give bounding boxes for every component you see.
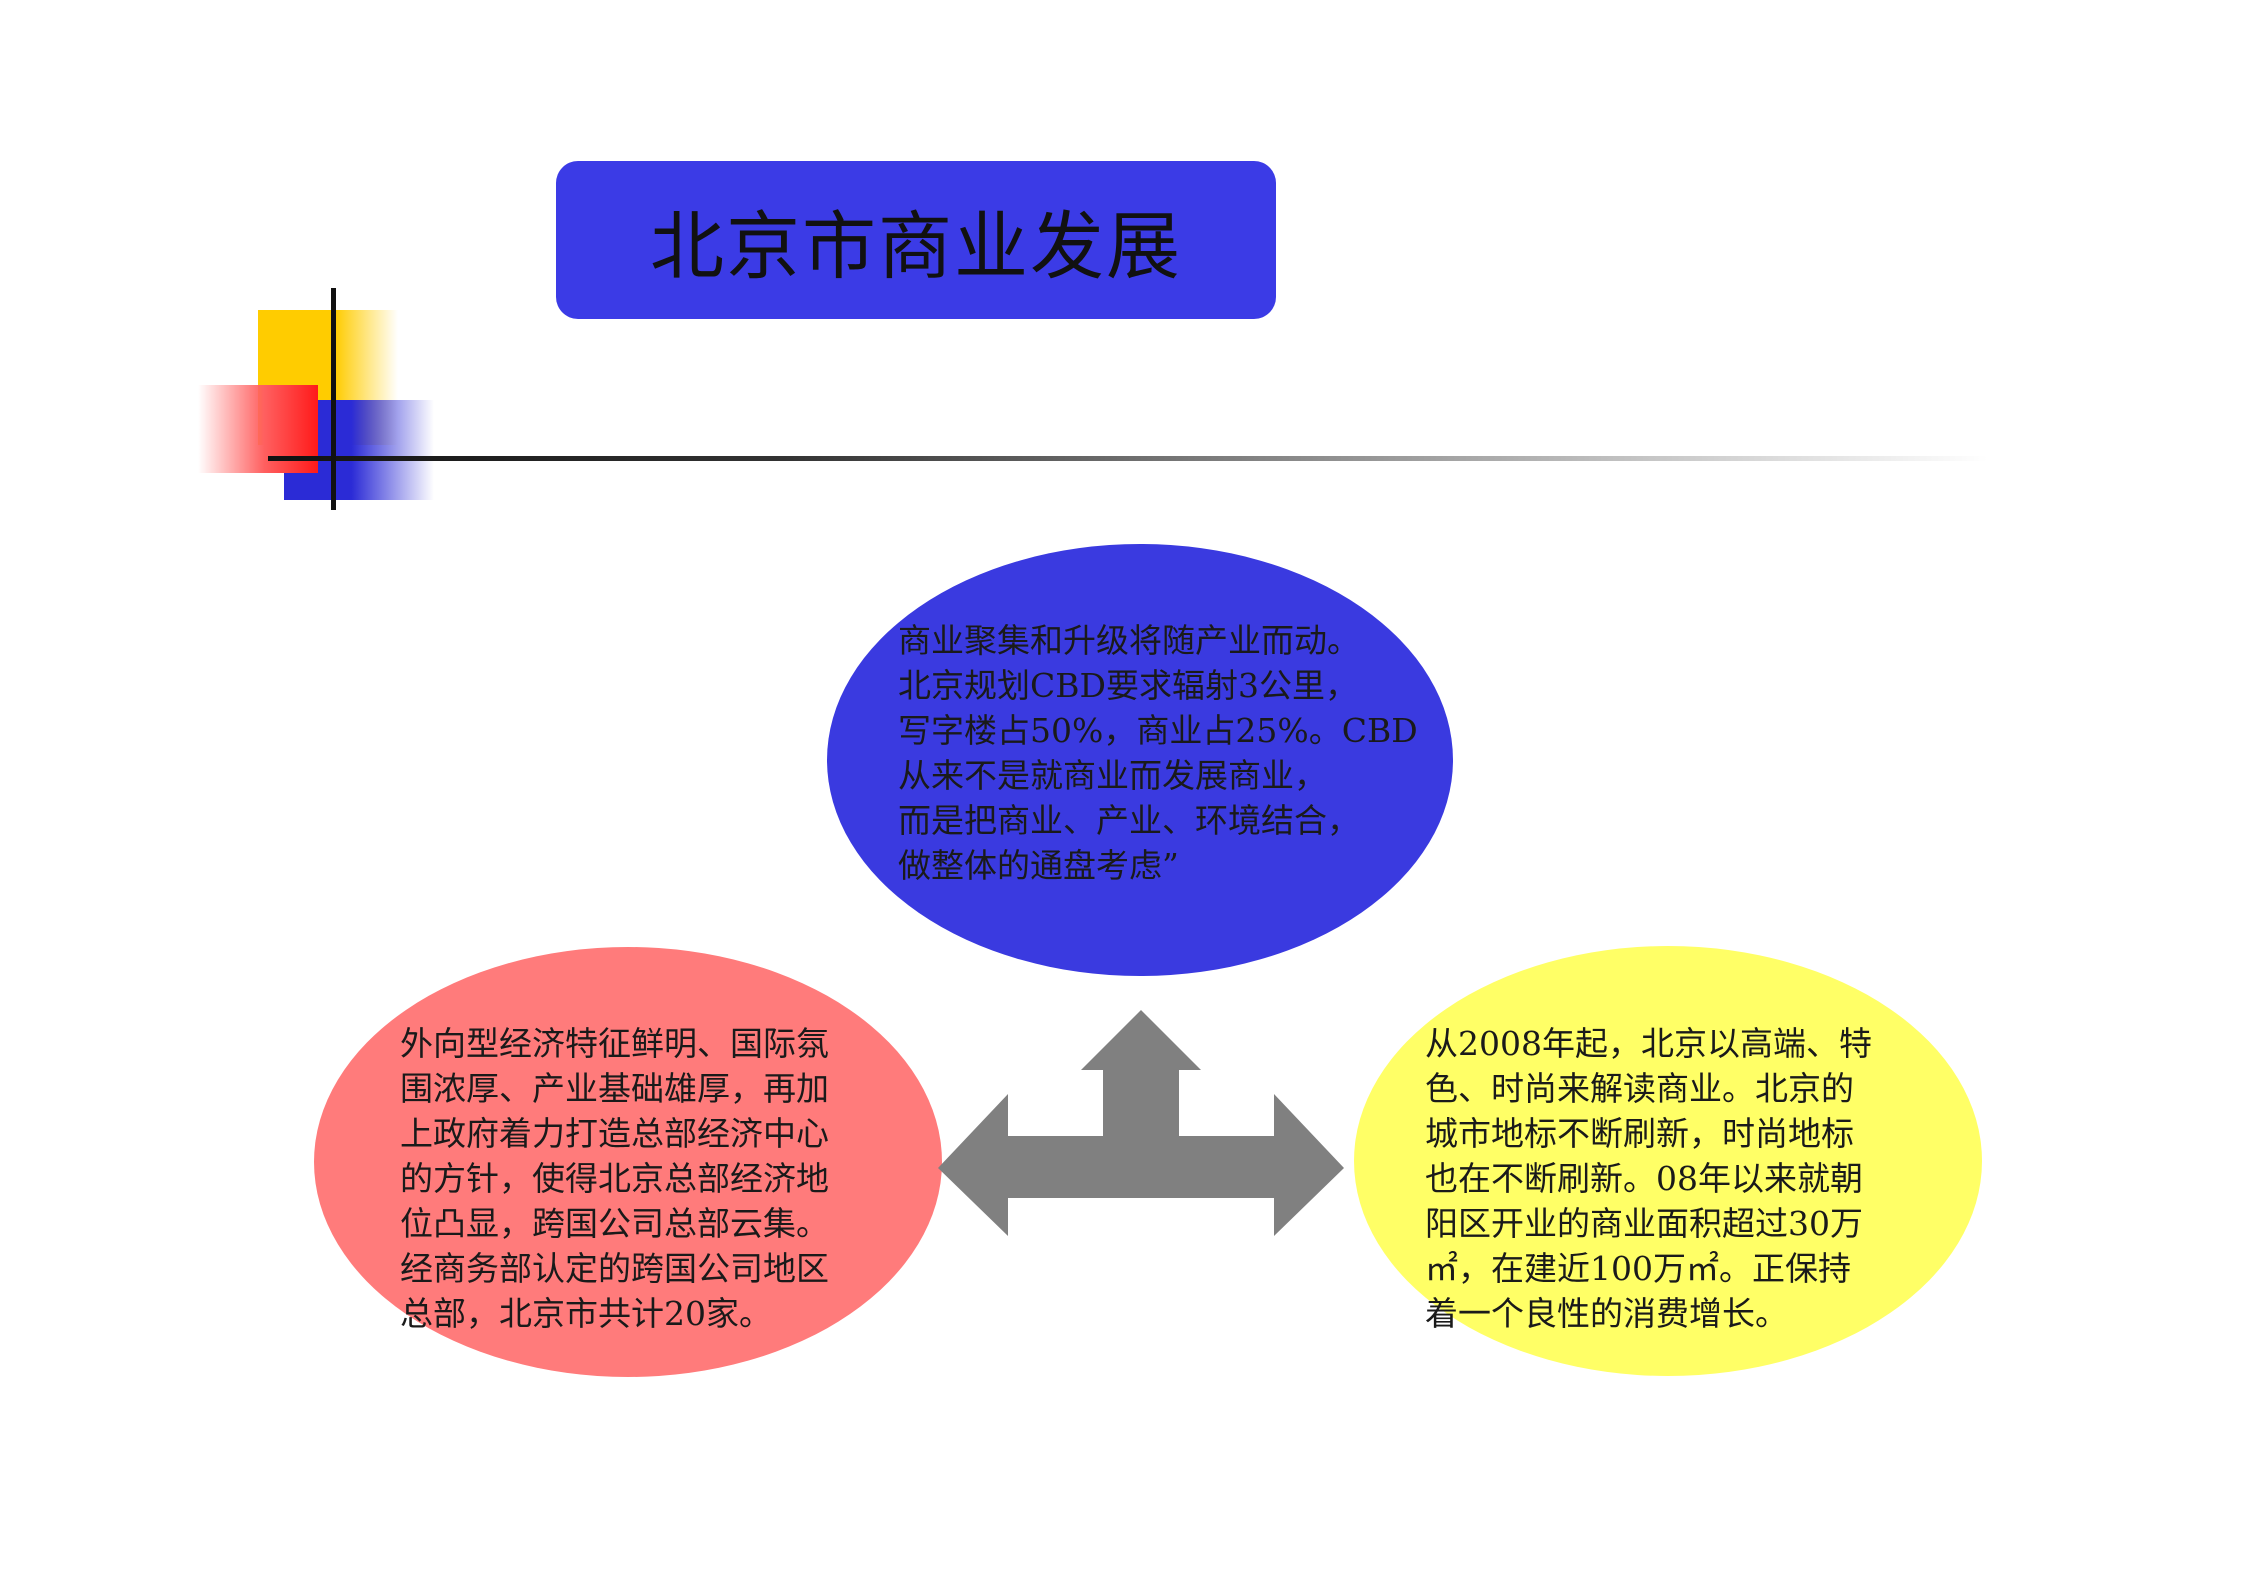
decor-horizontal-rule <box>268 456 1988 461</box>
right-node-text: 从2008年起，北京以高端、特 色、时尚来解读商业。北京的 城市地标不断刷新，时… <box>1425 1024 1872 1333</box>
page-title: 北京市商业发展 <box>650 203 1182 290</box>
left-node-text: 外向型经济特征鲜明、国际氛 围浓厚、产业基础雄厚，再加 上政府着力打造总部经济中… <box>400 1024 829 1333</box>
top-node-text: 商业聚集和升级将随产业而动。 北京规划CBD要求辐射3公里， 写字楼占50%，商… <box>898 621 1418 885</box>
arrow-shape <box>938 1010 1344 1236</box>
three-way-arrow-icon <box>938 1010 1344 1236</box>
right-ellipse <box>1354 946 1982 1376</box>
top-ellipse <box>827 544 1453 976</box>
title-banner: 北京市商业发展 <box>556 161 1276 319</box>
decor-vertical-rule <box>331 288 336 510</box>
left-ellipse <box>314 947 942 1377</box>
